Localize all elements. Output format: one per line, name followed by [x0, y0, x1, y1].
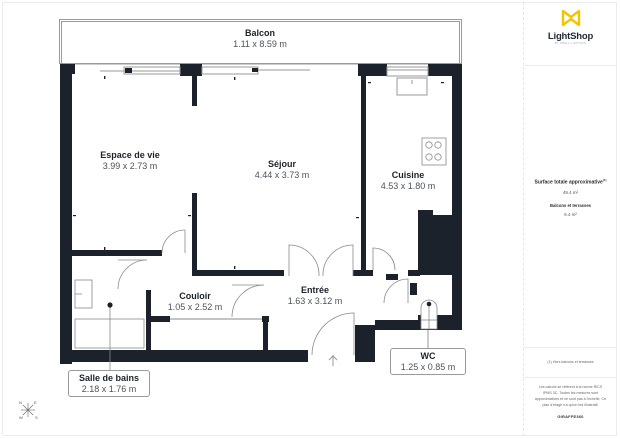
floor-plan-drawing [21, 19, 462, 417]
balcony-surface-label: Balcons et terrasses [550, 202, 591, 208]
compass-e: E [34, 400, 37, 405]
footnote: (1) Hors balcons et terrasses [547, 360, 594, 364]
room-name: Séjour [267, 159, 296, 169]
room-balcon: Balcon 1.11 x 8.59 m [215, 28, 305, 49]
room-dimensions: 4.44 x 3.73 m [254, 170, 310, 180]
room-name: Balcon [244, 28, 275, 38]
room-name: Salle de bains [78, 373, 140, 383]
total-surface-value: 49.4 m² [562, 189, 579, 195]
room-entree: Entrée 1.63 x 3.12 m [270, 285, 360, 306]
disclaimer-section: Les calculs se réfèrent à la norme RICS … [524, 377, 617, 436]
room-espace-de-vie: Espace de vie 3.99 x 2.73 m [85, 150, 175, 171]
room-dimensions: 1.11 x 8.59 m [233, 39, 287, 49]
compass-w: W [19, 415, 23, 420]
lightshop-logo-icon [561, 9, 580, 27]
room-dimensions: 4.53 x 1.80 m [380, 181, 436, 191]
room-dimensions: 1.25 x 0.85 m [400, 362, 456, 372]
room-name: Entrée [300, 285, 329, 295]
room-dimensions: 3.99 x 2.73 m [102, 161, 158, 171]
doors [117, 229, 409, 356]
windows [100, 66, 429, 77]
room-dimensions: 1.05 x 2.52 m [167, 302, 223, 312]
compass-icon [21, 403, 35, 417]
brand-tagline: BY SHELL LIGHTING [554, 42, 587, 45]
footnote-section: (1) Hors balcons et terrasses [524, 347, 617, 377]
provider-logo: GIRAFFE360 [557, 414, 584, 419]
kitchen-sink [396, 77, 428, 96]
surface-summary: Surface totale approximative(1) 49.4 m² … [524, 178, 617, 217]
room-sejour: Séjour 4.44 x 3.73 m [237, 159, 327, 180]
info-panel: LightShop BY SHELL LIGHTING Surface tota… [523, 2, 617, 436]
kitchen-hob [421, 137, 447, 166]
room-couloir: Couloir 1.05 x 2.52 m [150, 291, 240, 312]
brand-logo: LightShop BY SHELL LIGHTING [524, 9, 617, 45]
balcony-surface-value: 9.4 m² [564, 211, 577, 217]
room-dimensions: 1.63 x 3.12 m [287, 296, 343, 306]
wc-toilet [420, 299, 438, 330]
room-salle-de-bains-callout: Salle de bains 2.18 x 1.76 m [68, 370, 150, 397]
room-name: Espace de vie [100, 150, 160, 160]
floor-plan: N E W S Balcon 1.11 x 8.59 m Espace de v… [19, 19, 466, 420]
compass-n: N [19, 400, 22, 405]
total-surface-label: Surface totale approximative(1) [534, 178, 607, 186]
room-dimensions: 2.18 x 1.76 m [81, 384, 137, 394]
room-cuisine: Cuisine 4.53 x 1.80 m [363, 170, 453, 191]
room-wc-callout: WC 1.25 x 0.85 m [390, 348, 466, 375]
walls [60, 64, 462, 364]
room-name: Couloir [179, 291, 211, 301]
panel-divider [524, 65, 617, 66]
disclaimer: Les calculs se réfèrent à la norme RICS … [534, 385, 607, 407]
brand-name: LightShop [547, 31, 594, 42]
room-name: WC [420, 351, 436, 361]
room-name: Cuisine [391, 170, 425, 180]
entrance-arrow-icon [328, 355, 338, 366]
dimension-ticks [73, 76, 444, 271]
compass-s: S [35, 415, 38, 420]
bathroom-fixtures [74, 279, 145, 385]
